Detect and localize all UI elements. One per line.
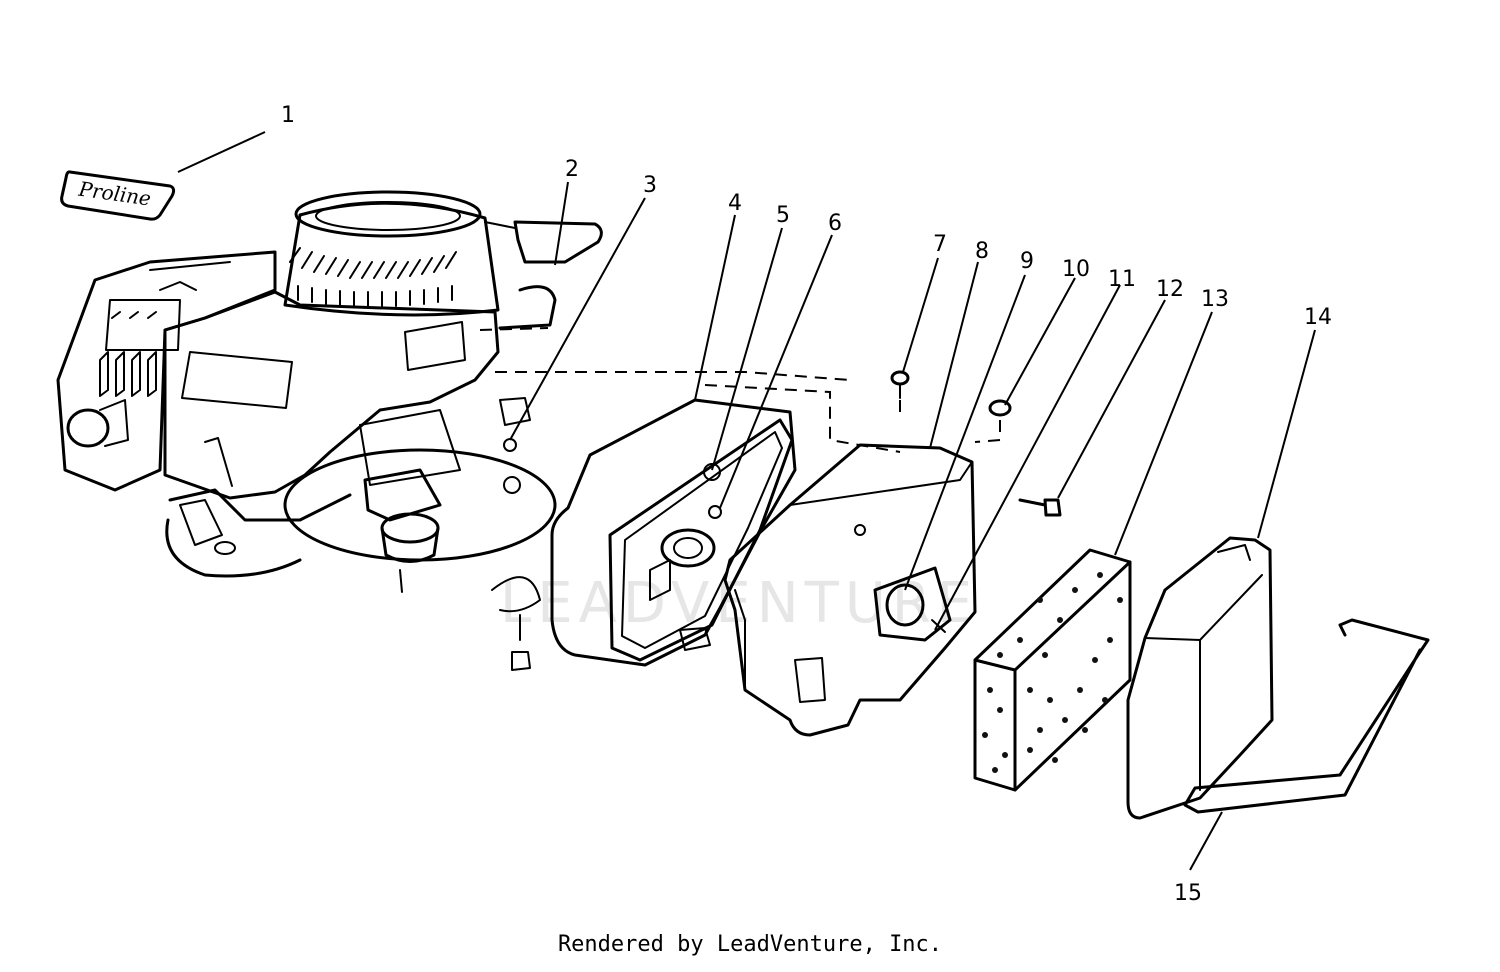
engine-assembly [56, 190, 557, 671]
footer-credit: Rendered by LeadVenture, Inc. [557, 932, 943, 957]
callout-8: 8 [975, 239, 989, 264]
callout-14: 14 [1304, 305, 1332, 330]
bail-wire [1183, 618, 1430, 814]
callout-4: 4 [728, 191, 742, 216]
callout-7: 7 [933, 232, 947, 257]
leader-lines [177, 131, 1316, 871]
callout-numbers: 1 2 3 4 5 6 7 8 9 10 11 12 13 14 15 [281, 103, 1332, 906]
filter-cover [1126, 536, 1274, 820]
fastener-pin [890, 370, 910, 420]
foam-filter [973, 548, 1132, 792]
bracket-part [479, 220, 603, 331]
callout-2: 2 [565, 157, 579, 182]
callout-3: 3 [643, 173, 657, 198]
callout-5: 5 [776, 203, 790, 228]
air-cleaner-cover [723, 443, 977, 737]
callout-12: 12 [1156, 277, 1184, 302]
callout-1: 1 [281, 103, 295, 128]
callout-10: 10 [1062, 257, 1090, 282]
screw [1018, 498, 1062, 517]
callout-15: 15 [1174, 881, 1202, 906]
callout-9: 9 [1020, 249, 1034, 274]
proline-decal: Proline [60, 170, 176, 221]
callout-6: 6 [828, 211, 842, 236]
wing-nut [974, 399, 1012, 443]
callout-11: 11 [1108, 267, 1136, 292]
callout-13: 13 [1201, 287, 1229, 312]
